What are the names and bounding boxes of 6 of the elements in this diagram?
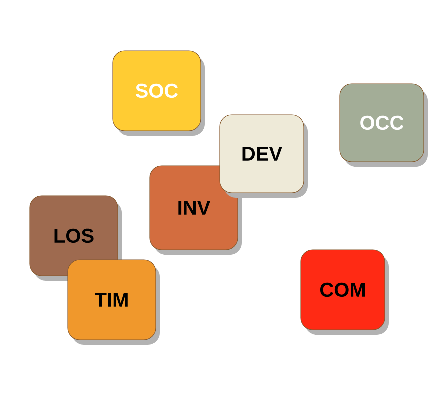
rounded-square: DEV — [220, 114, 308, 198]
rounded-square: OCC — [340, 84, 428, 167]
rounded-square: INV — [150, 166, 242, 255]
rounded-square: TIM — [68, 260, 160, 345]
rounded-square: SOC — [112, 50, 205, 136]
rounded-square: COM — [300, 250, 389, 335]
